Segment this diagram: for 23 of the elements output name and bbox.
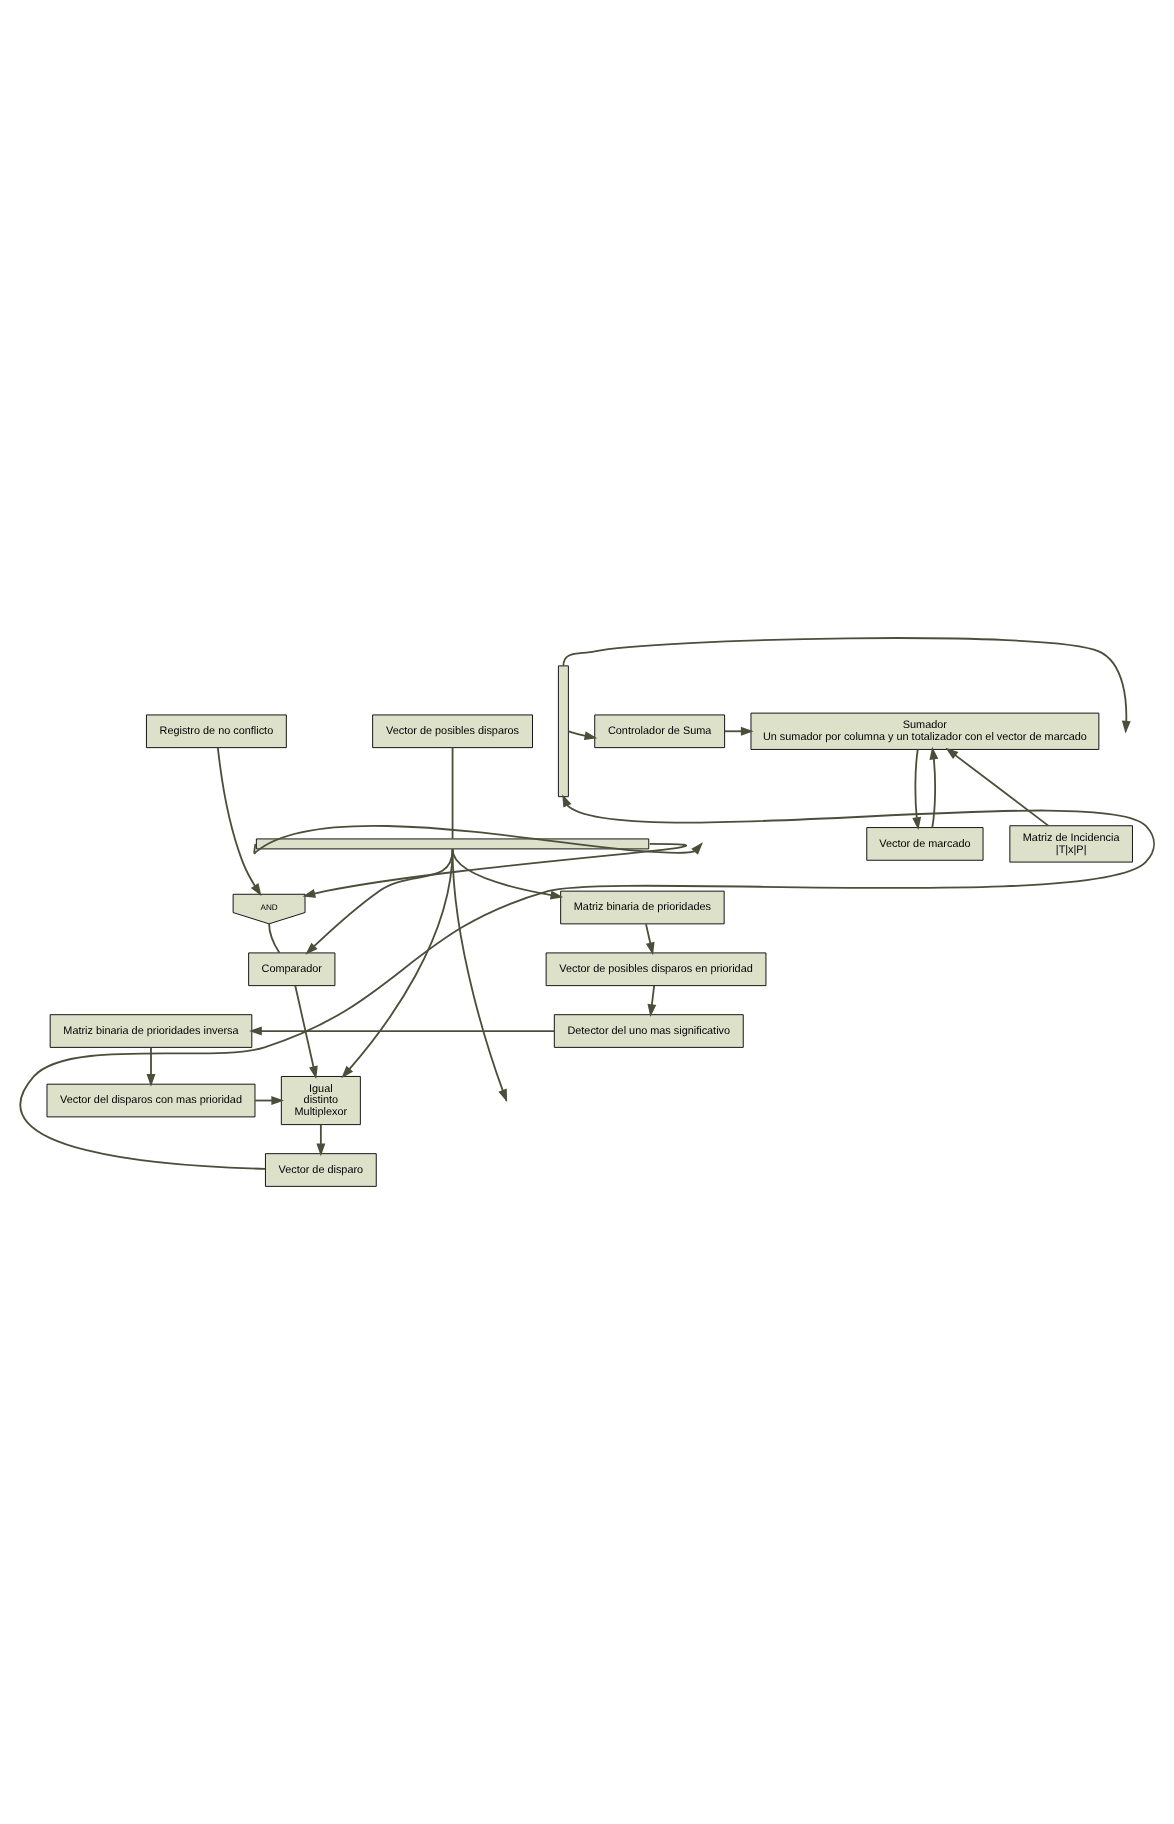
arrow bbox=[647, 985, 657, 1017]
arrow bbox=[645, 923, 655, 956]
arrow bbox=[316, 1123, 326, 1157]
arrow bbox=[912, 748, 922, 830]
arrow bbox=[562, 637, 1131, 734]
arrow bbox=[451, 848, 564, 900]
node-bar bbox=[557, 665, 569, 798]
arrow bbox=[216, 746, 262, 897]
arrow bbox=[341, 848, 454, 1079]
arrow bbox=[305, 848, 454, 955]
arrow bbox=[945, 747, 1050, 827]
arrow bbox=[723, 726, 754, 736]
arrow bbox=[19, 794, 1155, 1170]
arrow bbox=[302, 843, 688, 898]
connector bbox=[268, 922, 281, 954]
node-bar bbox=[255, 838, 650, 850]
arrow bbox=[249, 1026, 556, 1036]
arrow bbox=[146, 1046, 156, 1087]
arrow bbox=[451, 848, 508, 1103]
connector bbox=[451, 746, 454, 840]
arrow bbox=[294, 984, 318, 1079]
arrow bbox=[929, 746, 939, 829]
arrow bbox=[567, 730, 598, 741]
